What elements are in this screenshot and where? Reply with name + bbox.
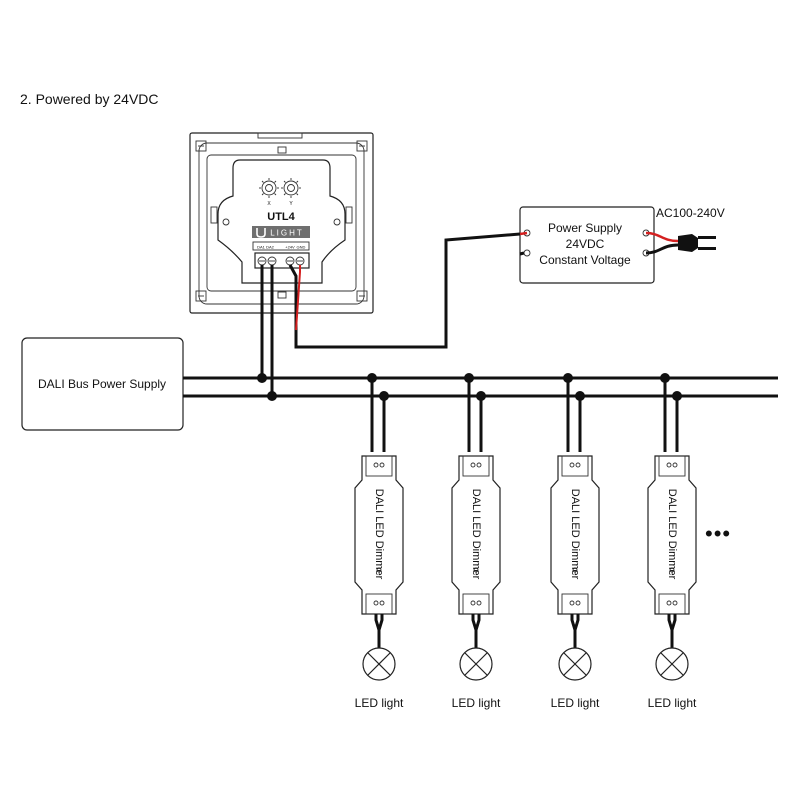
power-supply-line1: Power Supply [548,221,622,235]
terminal-da1-label: DA1 [257,245,266,250]
terminal-screws-icon [257,256,305,266]
power-supply-line2: 24VDC [566,237,605,251]
panel-model: UTL4 [267,211,295,223]
led-light-label: LED light [551,696,600,710]
power-supply-box: Power Supply 24VDC Constant Voltage [519,206,655,284]
dimmer-label: DALI LED Dimmer [470,489,482,580]
continuation-dots: ••• [705,521,731,546]
terminal-da2-label: DA2 [266,245,275,250]
dali-bus-power-label: DALI Bus Power Supply [38,377,166,391]
ac-plug-icon [678,234,716,252]
dial-y-icon [281,178,301,198]
dali-bus-wires [183,265,778,401]
led-light-icon [362,647,396,681]
brand-logo: LIGHT [252,226,310,238]
dali-bus-power-supply-box: DALI Bus Power Supply [21,337,184,431]
led-light-label: LED light [355,696,404,710]
diagram-heading: 2. Powered by 24VDC [20,91,159,107]
dimmer-label: DALI LED Dimmer [373,489,385,580]
led-light-icon [655,647,689,681]
power-supply-line3: Constant Voltage [539,253,631,267]
led-light-label: LED light [452,696,501,710]
terminal-24v-label: +24V [285,245,295,250]
wall-panel: X Y UTL4 LIGHT DA1 DA2 +24V GND [189,132,374,314]
led-light-icon [459,647,493,681]
led-light-icon [558,647,592,681]
dimmer-label: DALI LED Dimmer [569,489,581,580]
svg-text:LIGHT: LIGHT [270,229,304,238]
dial-y-label: Y [289,201,293,207]
terminal-gnd-label: GND [297,245,306,250]
dimmer-label: DALI LED Dimmer [666,489,678,580]
ac-input-label: AC100-240V [656,206,725,220]
dial-x-label: X [267,201,271,207]
dial-x-icon [259,178,279,198]
led-light-label: LED light [648,696,697,710]
